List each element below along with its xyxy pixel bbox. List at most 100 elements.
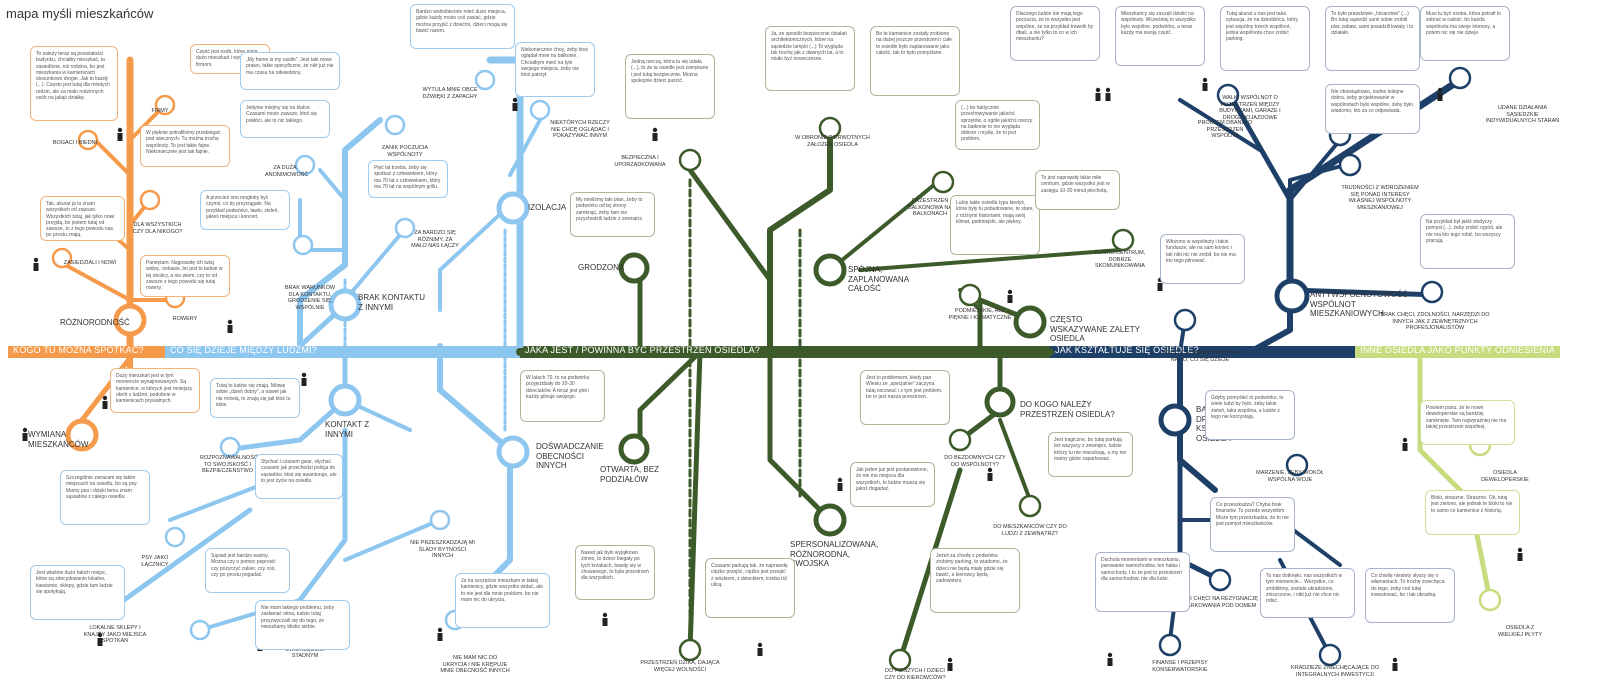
branch-line bbox=[508, 118, 542, 177]
leaf-node bbox=[154, 94, 176, 116]
quote-bubble: Tutaj akurat u nas jest taka sytuacja, ż… bbox=[1220, 6, 1310, 71]
leaf-label: DLA WSZYSTKICH CZY DLA NIKOGO? bbox=[132, 222, 183, 235]
branch-line bbox=[767, 127, 833, 349]
leaf-node bbox=[1158, 633, 1182, 657]
hub-label: ANTYWSPÓLNOTOWOŚĆ WSPÓLNOT MIESZKANIOWYC… bbox=[1310, 290, 1409, 318]
leaf-label: BRAK CHĘCI, ZDOLNOŚCI, NARZĘDZI DO INNYC… bbox=[1380, 312, 1490, 331]
hub-label: DO KOGO NALEŻY PRZESTRZEŃ OSIEDLA? bbox=[1020, 400, 1115, 419]
branch-line bbox=[828, 178, 942, 272]
quote-bubble: Pięć lat trzeba, żeby się spotkać z czło… bbox=[368, 160, 448, 198]
quote-bubble: Jedynie miejmy się na klatce. Czasami mo… bbox=[240, 100, 330, 138]
leaf-label: NIE MAM NIC DO UKRYCIA I NIE KRĘPUJE MNI… bbox=[440, 655, 510, 674]
branch-line bbox=[767, 349, 833, 523]
quote-bubble: „My home is my castle”. Jest taki nowe p… bbox=[240, 52, 340, 90]
quote-bubble: Włożono w wspólnoty i takie fundusze, al… bbox=[1160, 234, 1245, 284]
person-icon bbox=[602, 612, 608, 626]
quote-bubble: Jest właśnie dużo takich miejsc, które s… bbox=[30, 565, 125, 620]
quote-bubble: Bo te kamienice zostały zrobione na duże… bbox=[870, 26, 960, 96]
leaf-label: PRZESTRZEŃ DZIKA, DAJĄCA WIĘCEJ WOLNOŚCI bbox=[640, 660, 720, 673]
quote-bubble: Jedną rzeczą, która tu się udała (...), … bbox=[625, 54, 715, 119]
leaf-label: PRZESTRZEŃ BALKONOWA NA BALKONACH bbox=[907, 198, 953, 217]
person-icon bbox=[437, 627, 443, 641]
quote-bubble: Na przykład był jakiś słodyczy pomysł (.… bbox=[1420, 214, 1515, 269]
category-label-4: JAK KSZTAŁTUJE SIĘ OSIEDLE? bbox=[1055, 345, 1199, 355]
leaf-node bbox=[429, 509, 451, 531]
leaf-label: WALKI WSPÓLNOT O PRZESTRZEŃ MIĘDZY BUDYN… bbox=[1219, 95, 1281, 121]
person-icon bbox=[1392, 657, 1398, 671]
hub-node bbox=[618, 252, 650, 284]
person-icon bbox=[301, 372, 307, 386]
leaf-node bbox=[931, 170, 955, 194]
leaf-label: NIEKTÓRYCH RZECZY NIE CHCĘ OGLĄDAĆ I POK… bbox=[550, 120, 610, 139]
person-icon bbox=[33, 257, 39, 271]
branch-line bbox=[858, 248, 1122, 272]
quote-bubble: Jest tragiczne, bo tutaj parkują też wsz… bbox=[1048, 432, 1133, 477]
leaf-node bbox=[1208, 568, 1232, 592]
branch-line bbox=[58, 260, 132, 302]
quote-bubble: Słychać i czasem gwar, słychać czasami j… bbox=[255, 454, 343, 499]
leaf-node bbox=[888, 648, 912, 672]
quote-bubble: Jeżeli za chwilę z podwórka zrobimy park… bbox=[930, 548, 1020, 613]
person-icon bbox=[1095, 87, 1101, 101]
leaf-node bbox=[678, 148, 702, 172]
leaf-label: ZA DUŻA ANONIMOWOŚĆ bbox=[265, 165, 309, 178]
leaf-label: KRADZIEŻE ZNIECHĘCAJĄCE DO INTEGRALNYCH … bbox=[1290, 665, 1379, 678]
hub-label: WYMIANA MIESZKAŃCÓW bbox=[28, 430, 89, 449]
person-icon bbox=[757, 642, 763, 656]
quote-bubble: Jest to problemem, kiedy pan Wiesiu ze „… bbox=[860, 370, 950, 425]
branch-line bbox=[1288, 163, 1347, 292]
hub-node bbox=[328, 288, 362, 322]
person-icon bbox=[117, 127, 123, 141]
leaf-node bbox=[1216, 83, 1240, 107]
quote-bubble: To jest naprawdę takie miłe centrum, gdz… bbox=[1035, 170, 1120, 210]
leaf-label: PSY JAKO ŁĄCZNICY bbox=[141, 555, 169, 568]
leaf-label: UDANE DZIAŁANIA SĄSIEDZKIE INDYWIDUALNYC… bbox=[1485, 105, 1560, 124]
leaf-label: DO BEZDOMNYCH CZY DO WSPÓLNOTY? bbox=[944, 455, 1006, 468]
leaf-label: BOGACI I BIEDNI bbox=[52, 140, 98, 146]
person-icon bbox=[1007, 289, 1013, 303]
quote-bubble: Duchota momentami w mieszkaniu, parowani… bbox=[1095, 552, 1190, 612]
hub-node bbox=[496, 191, 530, 225]
quote-bubble: Ja, ze sposób bezpiecznie działań archit… bbox=[765, 26, 855, 91]
branch-line bbox=[318, 168, 347, 202]
page-title: mapa myśli mieszkańców bbox=[6, 6, 154, 21]
leaf-label: DO MIESZKAŃCÓW CZY DO LUDZI Z ZEWNĄTRZ? bbox=[993, 524, 1067, 537]
quote-bubble: Dlaczego ludzie nie mają tego poczucia, … bbox=[1010, 6, 1100, 61]
person-icon bbox=[1107, 652, 1113, 666]
leaf-node bbox=[139, 189, 161, 211]
quote-bubble: Tak, akurat ja tu znam wszystkich od zaw… bbox=[40, 196, 125, 241]
branch-line bbox=[1227, 92, 1293, 203]
quote-bubble: Nie mam takiego problemu, żeby zasłaniać… bbox=[255, 600, 350, 650]
quote-bubble: Powiem panu, że te nowe deweloperskie są… bbox=[1420, 400, 1515, 445]
leaf-node bbox=[1018, 494, 1042, 518]
quote-bubble: A przecież ono mogłoby być czymś, co by … bbox=[200, 190, 290, 230]
branch-line bbox=[687, 349, 703, 653]
quote-bubble: Jak jeden już jest postanowione, że nie … bbox=[850, 462, 935, 507]
leaf-label: ZASIEDZIALI I NOWI bbox=[63, 260, 117, 266]
leaf-node bbox=[1448, 66, 1472, 90]
branch-line bbox=[1287, 287, 1443, 298]
quote-bubble: Nawet jak było wyjątkowo zimno, to dziec… bbox=[575, 545, 655, 600]
hub-node bbox=[984, 386, 1016, 418]
leaf-node bbox=[51, 247, 73, 269]
person-icon bbox=[987, 467, 993, 481]
leaf-label: FINANSE I PRZEPISY KONSERWATORSKIE bbox=[1152, 660, 1208, 673]
person-icon bbox=[947, 657, 953, 671]
person-icon bbox=[1105, 87, 1111, 101]
leaf-label: DO PIESZYCH I DZIECI CZY DO KIEROWCÓW? bbox=[884, 668, 946, 681]
hub-label: GRODZONA bbox=[578, 263, 625, 272]
quote-bubble: Sąsiad jest bardzo ważny. Można czy o po… bbox=[205, 548, 290, 593]
branch-line bbox=[1288, 138, 1342, 202]
quote-bubble: Lubię takie osiedla typu kiedyś, które b… bbox=[950, 195, 1040, 255]
leaf-label: LOKALNE SKLEPY I KNAJPY JAKO MIEJSCA SPO… bbox=[83, 625, 147, 644]
leaf-label: BEZPIECZNA I UPORZĄDKOWANA bbox=[614, 155, 666, 168]
leaf-label: BRAK WARUNKÓW DLA KONTAKTU, GRODZENIE SI… bbox=[284, 285, 336, 311]
leaf-node bbox=[958, 283, 982, 307]
person-icon bbox=[1437, 87, 1443, 101]
leaf-node bbox=[678, 638, 702, 662]
hub-label: SPÓJNA, ZAPLANOWANA CAŁOŚĆ bbox=[848, 265, 909, 293]
branch-line bbox=[297, 427, 348, 603]
quote-bubble: Pamiętam: Najprawdę ich tutaj widzę, cie… bbox=[140, 255, 230, 297]
hub-label: IZOLACJA bbox=[528, 203, 567, 212]
person-icon bbox=[1517, 547, 1523, 561]
